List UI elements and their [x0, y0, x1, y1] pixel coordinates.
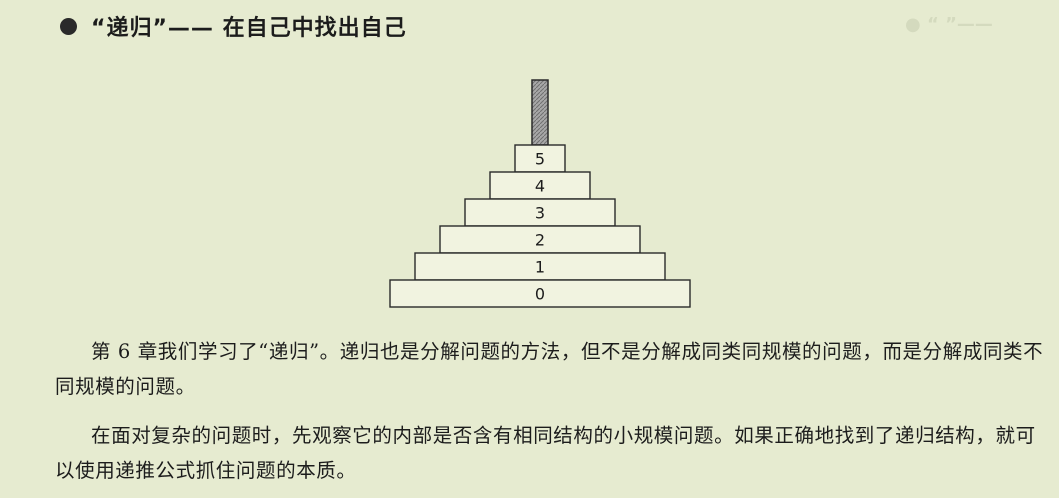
disk-pyramid-figure: 5 4 3 2 1 0: [389, 79, 691, 308]
paragraph-text: 第 6 章我们学习了“递归”。递归也是分解问题的方法，但不是分解成同类同规模的问…: [55, 340, 1044, 398]
section-title: “递归”—— 在自己中找出自己: [91, 16, 407, 41]
paragraph-recursion-usage: 在面对复杂的问题时，先观察它的内部是否含有相同结构的小规模问题。如果正确地找到了…: [55, 418, 1045, 488]
disk-label-5: 5: [535, 150, 545, 169]
disk-label-4: 4: [535, 177, 545, 196]
disk-1: [414, 252, 666, 281]
disk-label-1: 1: [535, 258, 545, 277]
paragraph-text: 在面对复杂的问题时，先观察它的内部是否含有相同结构的小规模问题。如果正确地找到了…: [55, 424, 1036, 482]
disk-label-3: 3: [535, 204, 545, 223]
bullet-icon: [60, 17, 77, 35]
bleed-through-text: ● “ ”——: [905, 14, 993, 35]
peg: [531, 79, 549, 146]
disk-label-0: 0: [535, 285, 545, 304]
disk-5: [514, 144, 566, 173]
disk-4: [489, 171, 591, 200]
disk-0: [389, 279, 691, 308]
paragraph-recursion-intro: 第 6 章我们学习了“递归”。递归也是分解问题的方法，但不是分解成同类同规模的问…: [55, 334, 1045, 404]
disk-label-2: 2: [535, 231, 545, 250]
disk-3: [464, 198, 616, 227]
section-heading: “递归”—— 在自己中找出自己: [60, 4, 407, 48]
disk-2: [439, 225, 641, 254]
